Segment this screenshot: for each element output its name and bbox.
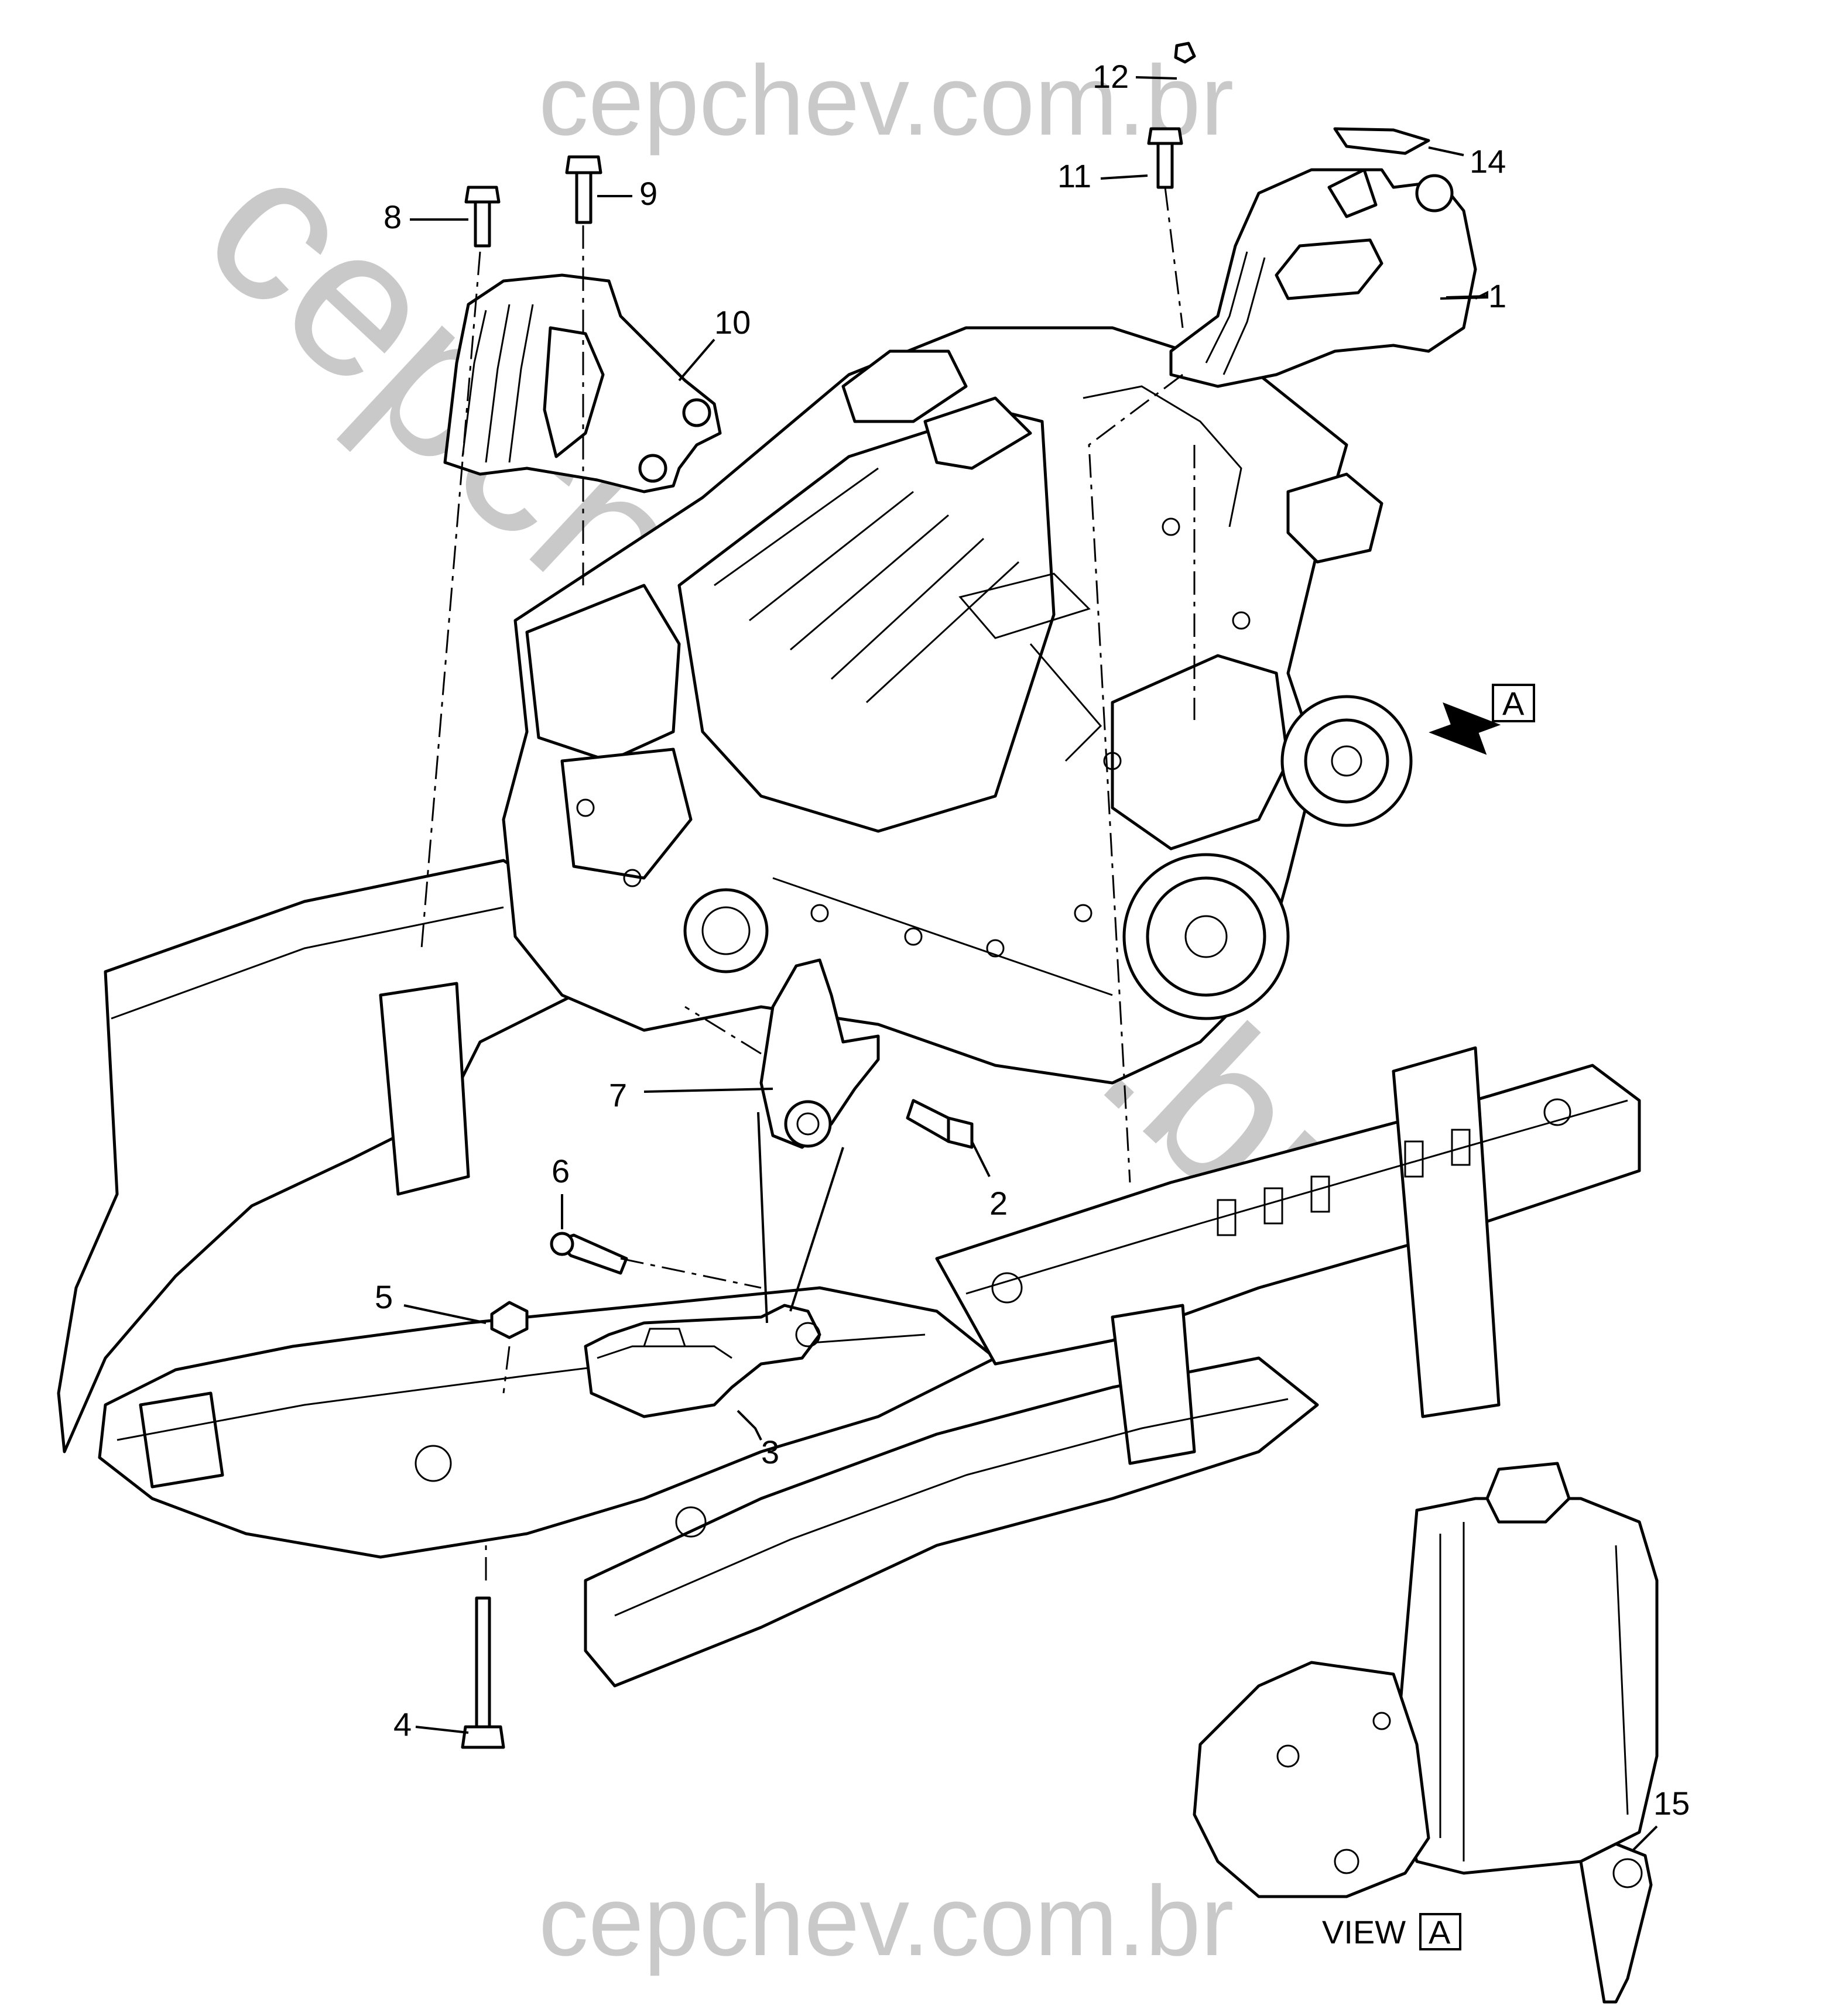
part-8-bolt: [464, 186, 501, 248]
engine-assembly: [502, 326, 1413, 1085]
leader-lines: [403, 76, 1658, 1851]
part-4-bolt: [461, 1596, 505, 1749]
callout-14: 14: [1470, 143, 1506, 180]
subframe-cradle: [57, 859, 1641, 1688]
part-6-bolt: [550, 1232, 628, 1275]
part-12-nut: [1174, 42, 1196, 64]
callout-6: 6: [552, 1153, 570, 1189]
callout-9: 9: [639, 175, 657, 212]
alignment-lines: [420, 187, 1535, 1839]
callout-15: 15: [1653, 1785, 1690, 1822]
view-a-label: VIEW A: [1322, 1913, 1461, 1950]
callout-10: 10: [714, 304, 751, 341]
callout-2: 2: [989, 1185, 1008, 1222]
callout-1: 1: [1488, 277, 1506, 314]
view-a-inset: [1193, 1462, 1659, 2004]
callout-5: 5: [375, 1278, 393, 1315]
callout-11: 11: [1057, 157, 1091, 194]
watermark-bottom: cepchev.com.br: [539, 1866, 1234, 1977]
view-marker-letter: A: [1502, 685, 1525, 722]
view-label-letter: A: [1429, 1914, 1451, 1950]
part-5-nut: [490, 1301, 529, 1339]
part-7-bracket: [759, 958, 880, 1149]
part-1-right-mount: [1169, 168, 1477, 388]
part-2-bolt: [906, 1099, 974, 1149]
callout-12: 12: [1092, 58, 1129, 95]
part-14-bracket: [1333, 127, 1430, 155]
callout-7: 7: [609, 1076, 627, 1113]
callout-4: 4: [393, 1706, 412, 1743]
part-11-bolt: [1147, 127, 1183, 189]
watermark-top: cepchev.com.br: [539, 45, 1234, 156]
callout-3: 3: [761, 1434, 779, 1470]
view-label-text: VIEW: [1322, 1914, 1406, 1950]
part-9-bolt: [565, 155, 602, 224]
callout-labels: 1 2 3 4 5 6 7 8 9 10 11 12 14 15: [375, 58, 1690, 1822]
callout-8: 8: [383, 198, 402, 235]
part-3-lower-mount: [584, 1304, 821, 1418]
view-direction-arrow: A: [1429, 684, 1535, 755]
